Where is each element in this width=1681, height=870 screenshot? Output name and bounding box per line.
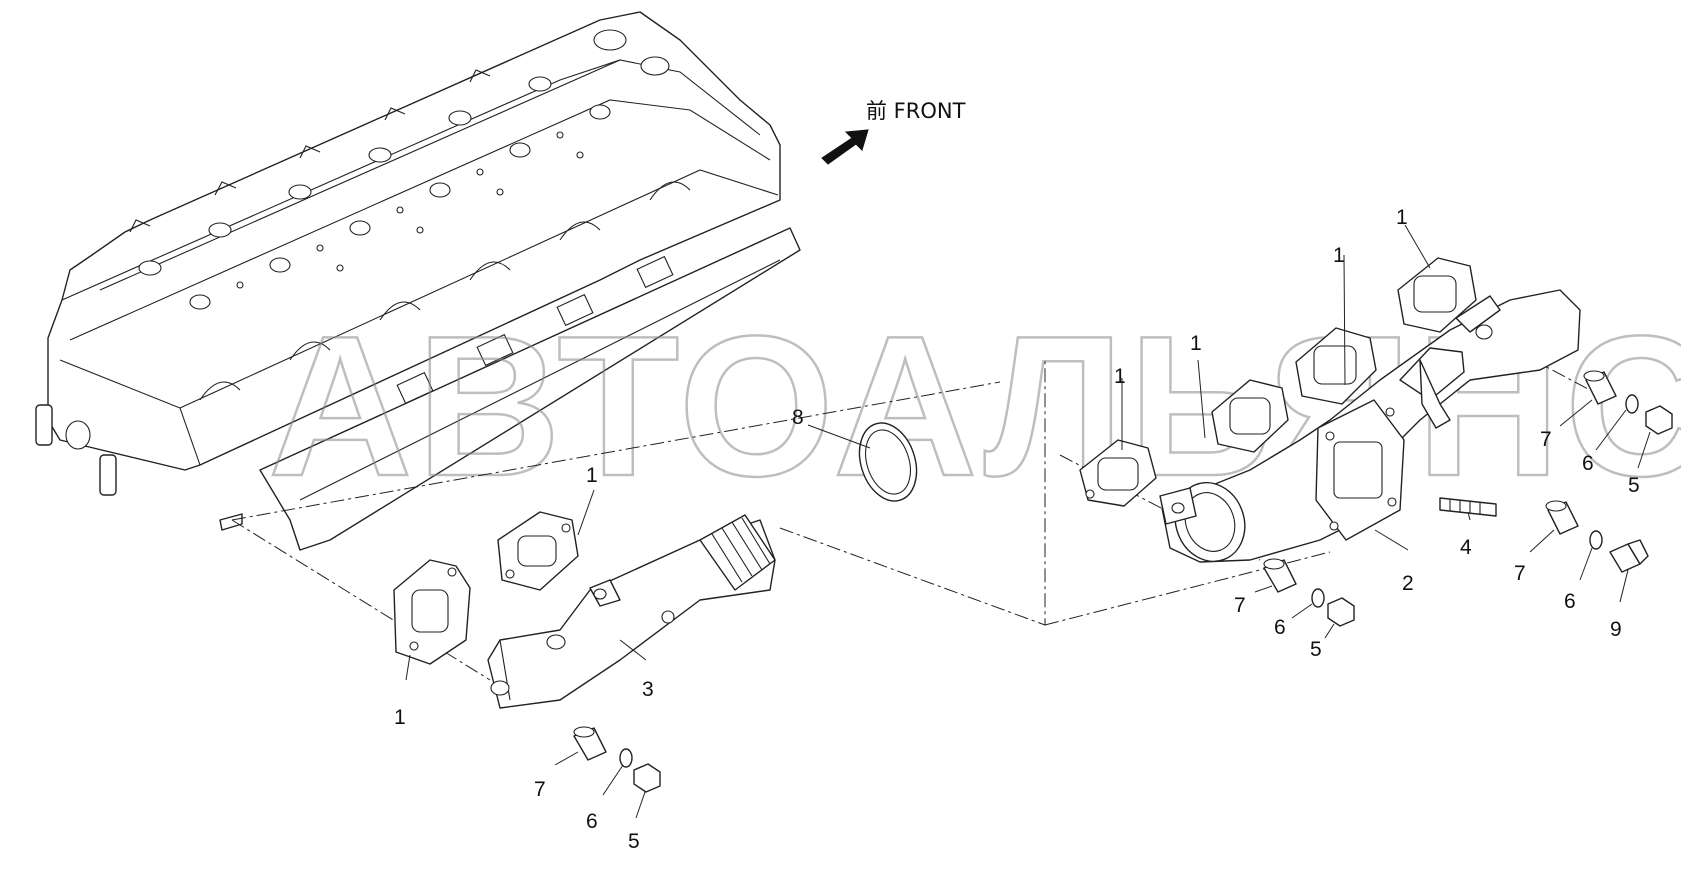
callout-5: 5	[1628, 474, 1640, 497]
callout-1: 1	[586, 464, 598, 487]
front-label: 前 FRONT	[866, 99, 966, 123]
manifold-threaded-outlet	[699, 514, 776, 591]
sealing-ring	[858, 422, 918, 502]
callout-1: 1	[1190, 332, 1202, 355]
cylinder-head	[35, 11, 781, 531]
callout-8: 8	[792, 406, 804, 429]
callout-6: 6	[586, 810, 598, 833]
callout-5: 5	[1310, 638, 1322, 661]
gasket-1-right-a	[1079, 439, 1157, 507]
callout-5: 5	[628, 830, 640, 853]
callout-4: 4	[1460, 536, 1472, 559]
front-direction-arrow-icon	[821, 129, 869, 165]
callout-1: 1	[1396, 206, 1408, 229]
cylinder-head-side-ports	[65, 181, 691, 450]
manifold-gasket-strip	[259, 227, 801, 551]
washers-6	[619, 394, 1639, 768]
callout-leaders	[405, 224, 1651, 819]
gasket-1-upper-left	[497, 511, 579, 591]
exhaust-manifold-front	[487, 514, 776, 709]
bolt-part-9	[1609, 539, 1649, 573]
gasket-1-right-b	[1211, 379, 1289, 453]
spacer-sleeve-7-d	[1545, 500, 1579, 535]
spacer-sleeve-7-a	[573, 726, 607, 761]
callout-7: 7	[1234, 594, 1246, 617]
spacer-sleeve-7-b	[1263, 558, 1297, 593]
callout-1: 1	[394, 706, 406, 729]
callout-1: 1	[1333, 244, 1345, 267]
nuts-5	[633, 405, 1673, 793]
exhaust-manifold-rear	[1159, 289, 1581, 563]
callout-7: 7	[1514, 562, 1526, 585]
watermark: АВТОАЛЬЯНС	[268, 295, 1681, 518]
callout-3: 3	[642, 678, 654, 701]
callout-6: 6	[1564, 590, 1576, 613]
callout-7: 7	[534, 778, 546, 801]
gasket-1-right-d	[1397, 257, 1477, 333]
front-indicator: 前 FRONT	[821, 99, 966, 165]
callout-6: 6	[1582, 452, 1594, 475]
gasket-1-right-c	[1295, 327, 1377, 405]
callout-9: 9	[1610, 618, 1622, 641]
callout-6: 6	[1274, 616, 1286, 639]
stud-part-4	[1439, 497, 1497, 517]
cylinder-head-bores	[138, 29, 670, 310]
callout-2: 2	[1402, 572, 1414, 595]
callout-1: 1	[1114, 365, 1126, 388]
callout-numbers: 1 1 1 1 1 1 2 3 4 5 5 5 6 6 6 6 7 7 7 7 …	[394, 206, 1640, 853]
turbo-flange	[1315, 399, 1405, 541]
spacer-sleeve-7-c	[1583, 370, 1617, 405]
callout-7: 7	[1540, 428, 1552, 451]
gasket-1-lower-left	[393, 559, 471, 665]
